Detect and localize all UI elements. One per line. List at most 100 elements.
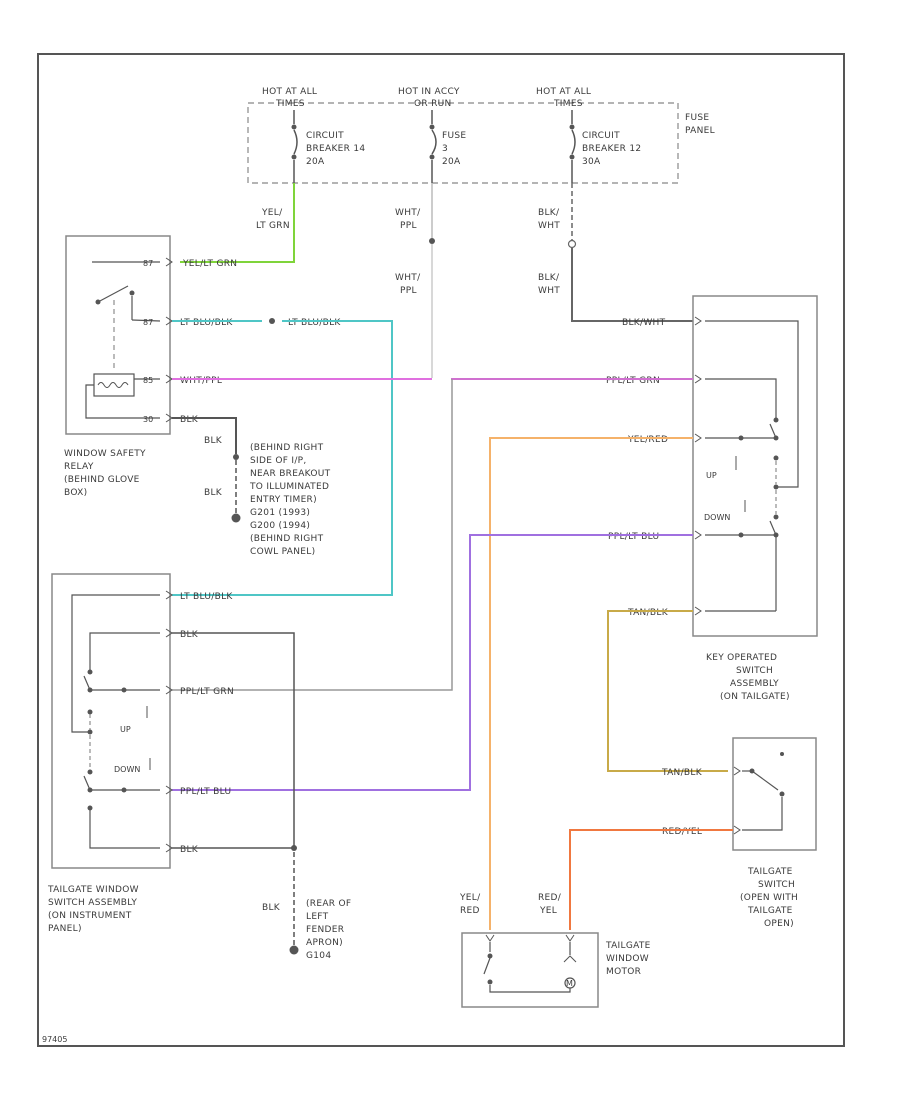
wire-label-wht-ppl-b-2: PPL xyxy=(400,286,417,296)
cb14-label-2: BREAKER 14 xyxy=(306,144,365,154)
wire-label-wht-ppl-a-2: PPL xyxy=(400,221,417,231)
svg-text:G201 (1993): G201 (1993) xyxy=(250,508,310,518)
hot-label-3b: TIMES xyxy=(553,99,583,109)
svg-text:TO ILLUMINATED: TO ILLUMINATED xyxy=(249,482,329,492)
wire-label-tan-blk-b: TAN/BLK xyxy=(661,768,703,778)
motor-wire-red-yel-2: YEL xyxy=(539,906,557,916)
tailgate-switch-label-4: TAILGATE xyxy=(747,906,793,916)
window-safety-relay: 87 87 85 30 WINDOW SAFETY RELAY (BEHIND … xyxy=(64,235,173,498)
wire-ppl-lt-blu xyxy=(172,534,693,791)
svg-text:NEAR BREAKOUT: NEAR BREAKOUT xyxy=(250,469,331,479)
fuse-panel-label-1: FUSE xyxy=(685,113,709,123)
tailgate-switch-label-2: SWITCH xyxy=(758,880,795,890)
wire-label-blk-left-bottom: BLK xyxy=(180,845,199,855)
svg-text:G104: G104 xyxy=(306,951,331,961)
wire-label-lt-blu-blk-left: LT BLU/BLK xyxy=(180,592,233,602)
key-switch-label-1: KEY OPERATED xyxy=(706,653,777,663)
svg-text:ENTRY TIMER): ENTRY TIMER) xyxy=(250,495,317,505)
svg-text:(REAR OF: (REAR OF xyxy=(306,899,351,909)
wire-label-lt-blu-blk-b: LT BLU/BLK xyxy=(288,318,341,328)
key-switch-label-3: ASSEMBLY xyxy=(730,679,779,689)
hot-label-1b: TIMES xyxy=(275,99,305,109)
wire-label-blk-left-top: BLK xyxy=(180,630,199,640)
key-operated-switch: UP DOWN KEY OPERATED SWITCH ASSEMBLY (ON… xyxy=(692,295,818,702)
wire-label-wht-ppl: WHT/PPL xyxy=(180,376,222,386)
wire-blk-ground-1 xyxy=(172,417,237,454)
motor-label-2: WINDOW xyxy=(606,954,649,964)
wire-blk-top xyxy=(172,632,295,848)
relay-label-4: BOX) xyxy=(64,488,87,498)
tw-switch-label-3: (ON INSTRUMENT xyxy=(48,911,132,921)
wire-label-yel-lt-grn-vert-2: LT GRN xyxy=(256,221,290,231)
left-switch-up: UP xyxy=(120,725,131,734)
wire-label-lt-blu-blk-a: LT BLU/BLK xyxy=(180,318,233,328)
svg-text:COWL PANEL): COWL PANEL) xyxy=(250,547,315,557)
svg-text:APRON): APRON) xyxy=(306,938,343,948)
fuse-panel: FUSE PANEL HOT AT ALL TIMES CIRCUIT BREA… xyxy=(247,87,715,184)
key-switch-down: DOWN xyxy=(704,513,730,522)
wire-label-blk-a: BLK xyxy=(180,415,199,425)
tailgate-switch: TAILGATE SWITCH (OPEN WITH TAILGATE OPEN… xyxy=(732,737,817,929)
cb14-label-3: 20A xyxy=(306,157,325,167)
wire-label-ppl-lt-grn-left: PPL/LT GRN xyxy=(180,687,234,697)
svg-text:(BEHIND RIGHT: (BEHIND RIGHT xyxy=(250,534,324,544)
tailgate-switch-label-1: TAILGATE xyxy=(747,867,793,877)
wire-label-blk-vert: BLK xyxy=(262,903,281,913)
wire-label-tan-blk-a: TAN/BLK xyxy=(627,608,669,618)
cb12-label-3: 30A xyxy=(582,157,601,167)
tailgate-switch-label-5: OPEN) xyxy=(764,919,794,929)
hot-label-2b: OR RUN xyxy=(414,99,452,109)
wire-label-blk-b: BLK xyxy=(204,436,223,446)
wire-label-yel-red: YEL/RED xyxy=(627,435,668,445)
motor-wire-yel-red-1: YEL/ xyxy=(459,893,481,903)
wire-ppl-lt-grn-upper xyxy=(451,378,693,380)
hot-label-3a: HOT AT ALL xyxy=(536,87,591,97)
wire-label-wht-ppl-a-1: WHT/ xyxy=(395,208,421,218)
tw-switch-label-2: SWITCH ASSEMBLY xyxy=(48,898,137,908)
cb12-label-1: CIRCUIT xyxy=(582,131,620,141)
hot-label-1a: HOT AT ALL xyxy=(262,87,317,97)
wire-label-ppl-lt-grn-right: PPL/LT GRN xyxy=(606,376,660,386)
relay-pin-4: 30 xyxy=(143,415,153,424)
relay-pin-2: 87 xyxy=(143,318,153,327)
hot-label-2a: HOT IN ACCY xyxy=(398,87,460,97)
motor-wire-yel-red-2: RED xyxy=(460,906,480,916)
svg-text:SIDE OF I/P,: SIDE OF I/P, xyxy=(250,456,307,466)
wire-label-blk-c: BLK xyxy=(204,488,223,498)
cb12-label-2: BREAKER 12 xyxy=(582,144,641,154)
svg-text:G200 (1994): G200 (1994) xyxy=(250,521,310,531)
wire-yel-lt-grn xyxy=(180,183,295,263)
fuse3-label-2: 3 xyxy=(442,144,448,154)
ground-symbol-1 xyxy=(231,513,241,523)
ground-symbol-2 xyxy=(289,945,299,955)
ground1-label: (BEHIND RIGHT SIDE OF I/P, NEAR BREAKOUT… xyxy=(249,443,331,557)
wire-label-blk-wht-b-1: BLK/ xyxy=(538,273,560,283)
wire-lt-blu-blk xyxy=(172,320,393,596)
fuse-panel-box xyxy=(247,102,679,184)
motor-label-1: TAILGATE xyxy=(605,941,651,951)
wire-label-ppl-lt-blu-right: PPL/LT BLU xyxy=(608,532,659,542)
motor-label-3: MOTOR xyxy=(606,967,641,977)
relay-label-2: RELAY xyxy=(64,462,94,472)
wire-ppl-lt-grn-lower xyxy=(172,379,453,691)
key-switch-up: UP xyxy=(706,471,717,480)
tailgate-window-motor: YEL/ RED RED/ YEL M TAILGATE WINDOW MOTO… xyxy=(459,893,651,1008)
wire-label-blk-wht: BLK/WHT xyxy=(622,318,666,328)
relay-pin-3: 85 xyxy=(143,376,153,385)
motor-wire-red-yel-1: RED/ xyxy=(538,893,562,903)
fuse3-label-3: 20A xyxy=(442,157,461,167)
diagram-border xyxy=(37,53,845,1047)
tw-switch-label-1: TAILGATE WINDOW xyxy=(47,885,139,895)
wire-label-blk-wht-b-2: WHT xyxy=(538,286,560,296)
figure-id: 97405 xyxy=(42,1035,67,1044)
wire-label-red-yel: RED/YEL xyxy=(662,827,702,837)
svg-text:FENDER: FENDER xyxy=(306,925,344,935)
wire-label-blk-wht-a-2: WHT xyxy=(538,221,560,231)
wire-label-blk-wht-a-1: BLK/ xyxy=(538,208,560,218)
circuit-breaker-14: HOT AT ALL TIMES CIRCUIT BREAKER 14 20A xyxy=(262,87,365,183)
key-switch-label-4: (ON TAILGATE) xyxy=(720,692,790,702)
key-switch-label-2: SWITCH xyxy=(736,666,773,676)
svg-text:LEFT: LEFT xyxy=(306,912,329,922)
tailgate-window-switch: UP DOWN TAILGATE WINDOW SWITCH ASSEMBLY … xyxy=(47,573,173,934)
